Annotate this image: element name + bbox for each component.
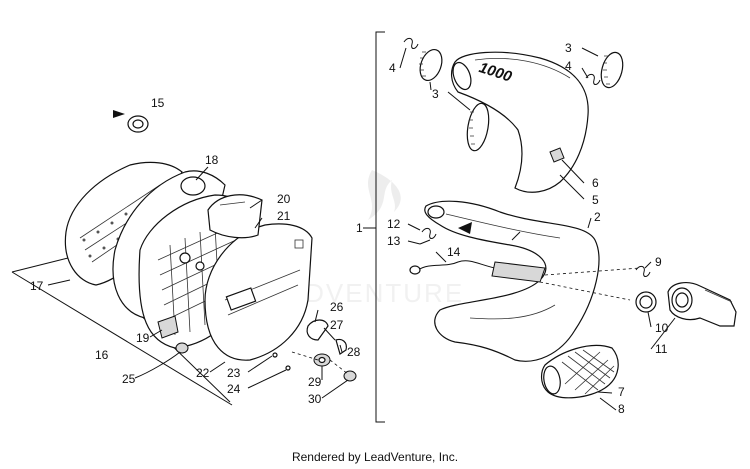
callout-17: 17 [30, 279, 44, 293]
callout-19: 19 [136, 331, 150, 345]
callout-25: 25 [122, 372, 136, 386]
callout-13: 13 [387, 234, 401, 248]
callout-22: 22 [196, 366, 210, 380]
right-assembly: 1000 [403, 37, 737, 399]
grommet [180, 176, 206, 196]
stinger-mesh [561, 349, 615, 395]
left-assembly [11, 110, 357, 406]
callout-7: 7 [618, 385, 625, 399]
callout-3-right: 3 [565, 41, 572, 55]
callout-16: 16 [95, 348, 109, 362]
callout-28: 28 [347, 345, 361, 359]
clamp-ring-right [600, 51, 624, 89]
callout-1: 1 [356, 221, 363, 235]
callout-10: 10 [655, 321, 669, 335]
callout-30: 30 [308, 392, 322, 406]
pin-13 [419, 239, 431, 245]
callout-26: 26 [330, 300, 344, 314]
spring-9 [635, 265, 651, 277]
heat-shield-front [204, 223, 313, 361]
callout-6: 6 [592, 176, 599, 190]
callout-11: 11 [655, 342, 668, 356]
sensor-14 [409, 260, 641, 301]
callout-2: 2 [594, 210, 601, 224]
callout-29: 29 [308, 375, 322, 389]
leader-lines [47, 47, 676, 411]
screw-24 [285, 365, 291, 371]
callout-9: 9 [655, 255, 662, 269]
bracket-19 [157, 315, 179, 339]
pipe-inlet [427, 205, 445, 219]
callout-21: 21 [277, 209, 291, 223]
callout-4-left: 4 [389, 61, 396, 75]
callout-12: 12 [387, 217, 401, 231]
callout-3-left: 3 [432, 87, 439, 101]
callout-4-right: 4 [565, 59, 572, 73]
callout-15: 15 [151, 96, 165, 110]
washer-15 [113, 110, 149, 133]
callout-18: 18 [205, 153, 219, 167]
decal-5 [549, 147, 565, 163]
spring-12 [421, 227, 437, 239]
bolt-25 [175, 342, 189, 354]
heat-shield-top [207, 194, 263, 239]
callout-14: 14 [447, 245, 461, 259]
muffler-grid [157, 224, 237, 336]
spring-4-right [585, 73, 601, 85]
clamp-ring-front [466, 102, 490, 152]
callout-8: 8 [618, 402, 625, 416]
clamp-ring-left [419, 48, 443, 82]
expansion-chamber-2 [424, 200, 600, 362]
callout-24: 24 [227, 382, 241, 396]
hardware-26-30 [291, 319, 357, 382]
callout-27: 27 [330, 318, 344, 332]
rendered-by-footer: Rendered by LeadVenture, Inc. [291, 450, 459, 464]
callout-5: 5 [592, 193, 599, 207]
callout-23: 23 [227, 366, 241, 380]
callout-20: 20 [277, 192, 291, 206]
spring-4-left [403, 37, 419, 49]
callout-labels: 1 2 3 3 4 4 5 6 7 8 9 10 11 12 13 14 15 … [30, 41, 669, 416]
screw-23 [272, 352, 278, 358]
